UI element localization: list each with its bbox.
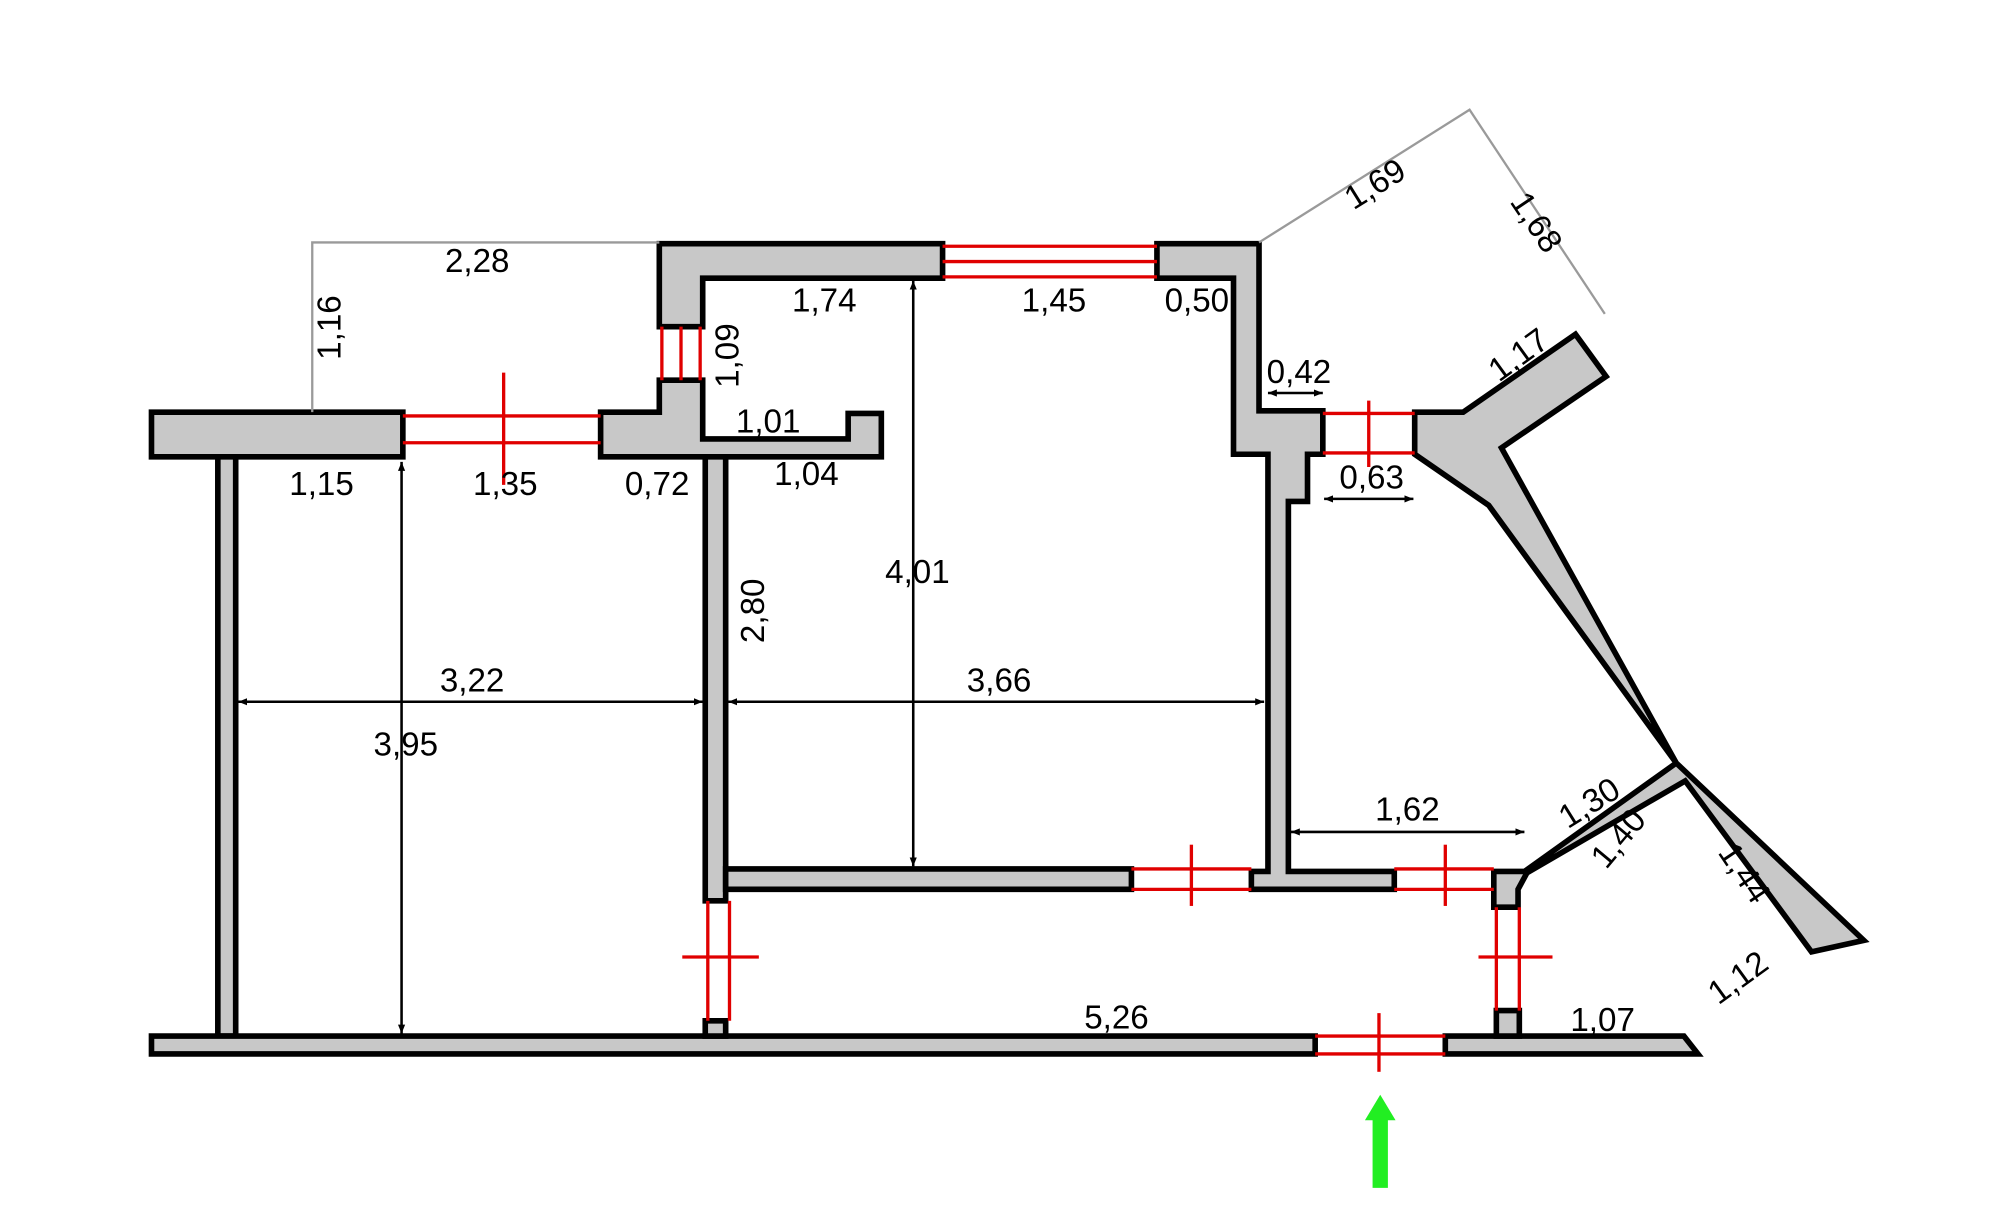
window-top (942, 244, 1157, 279)
dim-label-1-01: 1,01 (736, 404, 801, 441)
wall-bath-stub (1493, 1007, 1523, 1039)
entrance-arrow-icon (1364, 1094, 1396, 1188)
dim-label-5-26: 5,26 (1084, 999, 1149, 1036)
wall-hall-top (722, 866, 1135, 893)
dim-label-1-45: 1,45 (1022, 282, 1087, 319)
dim-label-0-42: 0,42 (1267, 354, 1332, 391)
door-hall-left (682, 900, 759, 1021)
dim-label-0-72: 0,72 (625, 466, 690, 503)
dim-label-1-04: 1,04 (774, 456, 839, 493)
wall-top-left (656, 240, 946, 330)
balcony-door-left (402, 372, 601, 485)
dim-label-0-50: 0,50 (1165, 282, 1230, 319)
wall-left-outer (215, 453, 239, 1039)
wall-balcony-left (148, 409, 406, 460)
entrance-door (1315, 1013, 1446, 1072)
dim-label-3-66: 3,66 (967, 663, 1032, 700)
door-bath (1478, 907, 1553, 1011)
wall-bottom-left (148, 1033, 1318, 1057)
dim-label-1-74: 1,74 (792, 282, 857, 319)
dim-label-1-69: 1,69 (1338, 152, 1412, 218)
balcony-outlines (311, 108, 1606, 413)
dim-label-1-16: 1,16 (311, 295, 348, 360)
dim-label-4-01: 4,01 (885, 554, 950, 591)
dim-label-2-28: 2,28 (445, 243, 510, 280)
dim-label-1-12: 1,12 (1701, 944, 1775, 1012)
dim-label-3-95: 3,95 (373, 726, 438, 763)
dim-label-1-35: 1,35 (473, 466, 538, 503)
dim-label-2-80: 2,80 (735, 579, 772, 644)
wall-angled-right (1411, 330, 1870, 956)
walls (148, 240, 1870, 1057)
door-hall-right (1394, 844, 1494, 906)
dim-label-3-22: 3,22 (440, 663, 505, 700)
wall-top-right (1154, 240, 1398, 893)
window-small-vertical (660, 326, 702, 381)
balcony-door-right (1322, 400, 1415, 468)
dimension-lines (238, 280, 1525, 1034)
wall-bottom-right (1442, 1033, 1704, 1057)
dim-label-0-63: 0,63 (1339, 460, 1404, 497)
wall-partition-vertical (702, 453, 729, 904)
dim-label-1-62: 1,62 (1375, 791, 1440, 828)
openings (402, 244, 1553, 1072)
dim-label-1-07: 1,07 (1570, 1002, 1635, 1039)
dim-label-1-68: 1,68 (1502, 185, 1569, 259)
dim-label-1-15: 1,15 (289, 466, 354, 503)
door-hall-middle (1131, 844, 1252, 906)
wall-pier-middle (597, 377, 885, 460)
wall-partition-stub (702, 1017, 729, 1039)
dim-label-1-09: 1,09 (709, 323, 746, 388)
